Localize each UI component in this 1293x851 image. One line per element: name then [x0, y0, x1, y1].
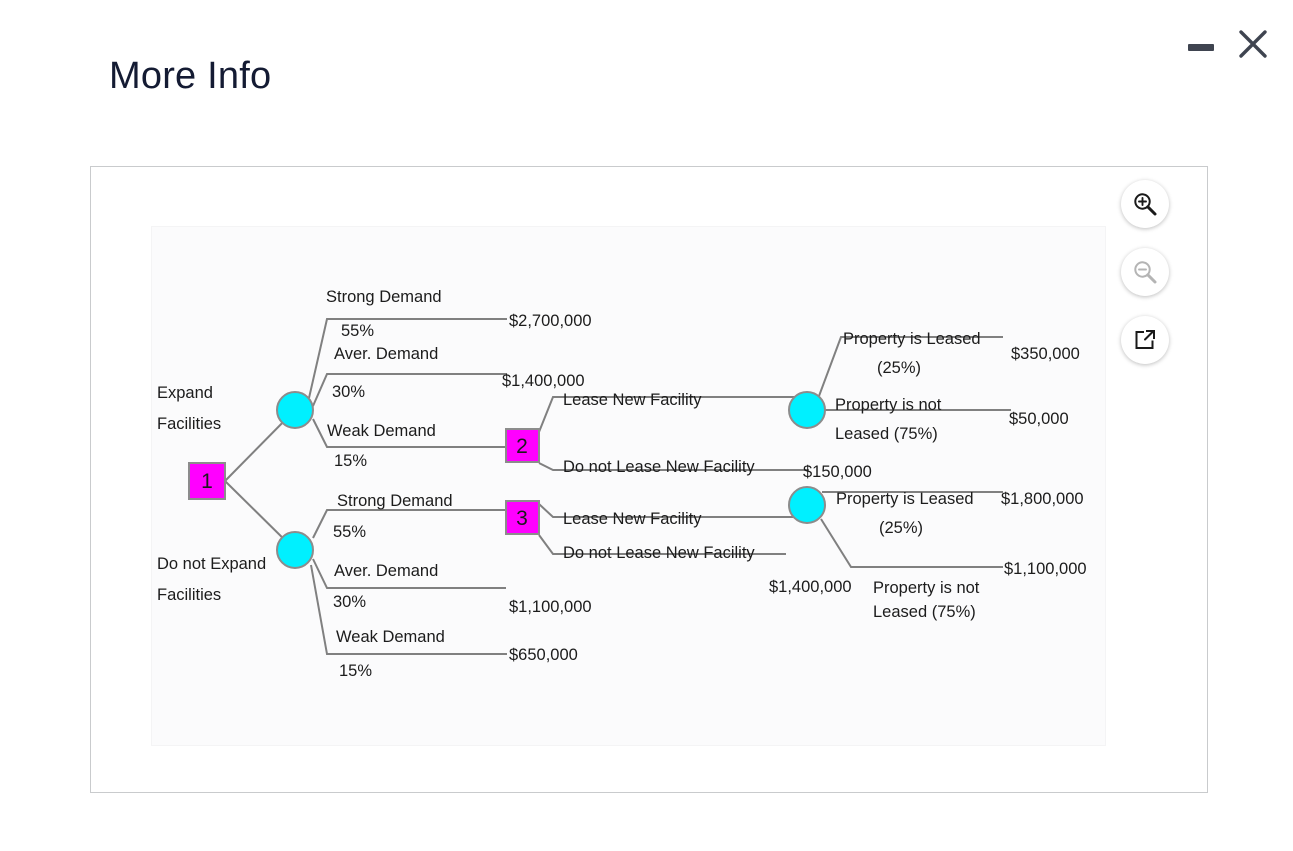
value-do-not-lease-top: $150,000 [803, 463, 872, 481]
label-weak-pct-bottom: 15% [339, 662, 372, 680]
label-property-not-leased-top-line1: Property is not [835, 396, 942, 414]
decision-node-3-label: 3 [516, 507, 528, 530]
branch-group-node2 [538, 396, 809, 471]
decision-node-3[interactable] [505, 500, 540, 535]
branch-group-node3 [538, 503, 807, 555]
label-strong-demand-bottom: Strong Demand [337, 492, 453, 510]
label-property-leased-top: Property is Leased [843, 330, 981, 348]
label-aver-pct-bottom: 30% [333, 593, 366, 611]
value-leased-bottom: $1,800,000 [1001, 490, 1084, 508]
value-weak-bottom: $650,000 [509, 646, 578, 664]
label-weak-demand-bottom: Weak Demand [336, 628, 445, 646]
minimize-icon [1188, 44, 1214, 51]
label-do-not-lease-bottom: Do not Lease New Facility [563, 544, 755, 562]
label-weak-pct-top: 15% [334, 452, 367, 470]
value-not-leased-top: $50,000 [1009, 410, 1069, 428]
chance-node-bottom[interactable] [276, 531, 314, 569]
branch-group-root [224, 409, 296, 551]
branch-group-bottom-right-chance [820, 491, 1003, 568]
label-weak-demand-top: Weak Demand [327, 422, 436, 440]
external-link-icon [1135, 330, 1155, 349]
label-aver-demand-top: Aver. Demand [334, 345, 438, 363]
decision-node-2[interactable] [505, 428, 540, 463]
value-aver-top: $1,400,000 [502, 372, 585, 390]
close-icon [1239, 30, 1267, 58]
label-lease-top: Lease New Facility [563, 391, 702, 409]
label-strong-pct-top: 55% [341, 322, 374, 340]
zoom-in-icon [1134, 193, 1157, 216]
label-property-leased-pct-top: (25%) [877, 359, 921, 377]
window-controls [1133, 0, 1293, 88]
minimize-button[interactable] [1184, 36, 1218, 56]
label-expand-line2: Facilities [157, 415, 221, 433]
label-do-not-lease-top: Do not Lease New Facility [563, 458, 755, 476]
decision-tree-diagram: 1 2 3 Expand Facilities Do not Expand Fa… [157, 288, 1087, 680]
label-strong-pct-bottom: 55% [333, 523, 366, 541]
zoom-in-button[interactable] [1121, 180, 1169, 228]
label-aver-pct-top: 30% [332, 383, 365, 401]
decision-node-1-label: 1 [201, 470, 213, 493]
branch-group-bottom-chance [310, 509, 507, 655]
value-aver-bottom: $1,100,000 [509, 598, 592, 616]
label-property-leased-bottom: Property is Leased [836, 490, 974, 508]
label-lease-bottom: Lease New Facility [563, 510, 702, 528]
zoom-out-button[interactable] [1121, 248, 1169, 296]
value-leased-top: $350,000 [1011, 345, 1080, 363]
label-do-not-expand-line1: Do not Expand [157, 555, 266, 573]
label-do-not-expand-line2: Facilities [157, 586, 221, 604]
label-property-not-leased-bottom-line1: Property is not [873, 579, 980, 597]
label-property-not-leased-top-line2: Leased (75%) [835, 425, 938, 443]
page-title: More Info [109, 55, 272, 97]
decision-node-1[interactable] [188, 462, 226, 500]
branch-group-top-chance [308, 318, 507, 448]
chance-node-bottom-right[interactable] [788, 486, 826, 524]
value-do-not-lease-bottom: $1,400,000 [769, 578, 852, 596]
branch-group-top-right-chance [818, 336, 1011, 411]
open-external-button[interactable] [1121, 316, 1169, 364]
label-property-not-leased-bottom-line2: Leased (75%) [873, 603, 976, 621]
diagram-canvas-background [151, 226, 1106, 746]
zoom-out-icon [1134, 261, 1157, 284]
chance-node-top[interactable] [276, 391, 314, 429]
decision-node-2-label: 2 [516, 435, 528, 458]
close-button[interactable] [1233, 24, 1273, 64]
diagram-panel: 1 2 3 Expand Facilities Do not Expand Fa… [90, 166, 1208, 793]
label-strong-demand-top: Strong Demand [326, 288, 442, 306]
label-property-leased-pct-bottom: (25%) [879, 519, 923, 537]
chance-node-top-right[interactable] [788, 391, 826, 429]
value-strong-top: $2,700,000 [509, 312, 592, 330]
label-expand-line1: Expand [157, 384, 213, 402]
value-not-leased-bottom: $1,100,000 [1004, 560, 1087, 578]
label-aver-demand-bottom: Aver. Demand [334, 562, 438, 580]
